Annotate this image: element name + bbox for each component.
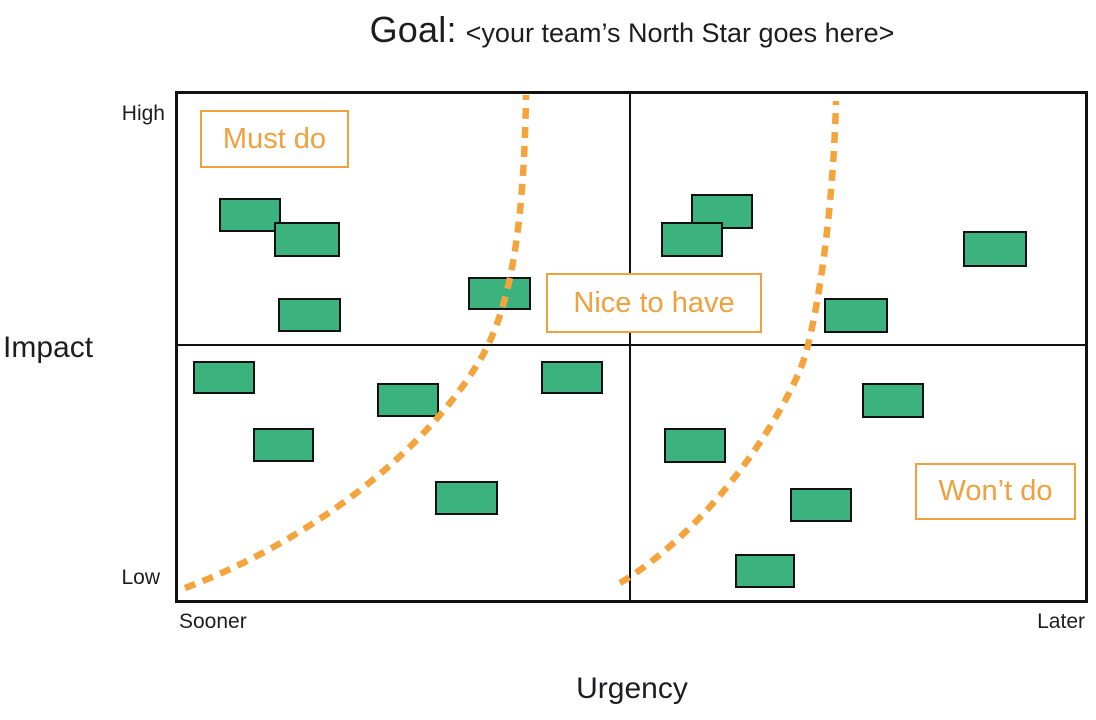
sticky-card[interactable] [468,277,531,310]
sticky-card[interactable] [253,428,314,462]
sticky-card[interactable] [963,231,1027,267]
y-tick-high: High [121,102,165,125]
quadrant-label-must-do: Must do [200,110,349,168]
north-star-placeholder: <your team’s North Star goes here> [465,18,895,48]
sticky-card[interactable] [862,383,924,418]
sticky-card[interactable] [274,222,340,257]
sticky-card[interactable] [735,554,795,588]
quadrant-label-nice-to-have: Nice to have [546,273,762,333]
sticky-card[interactable] [278,298,341,332]
y-tick-low: Low [121,566,160,589]
x-tick-later: Later [1037,610,1085,633]
x-tick-sooner: Sooner [179,610,247,633]
board-title: Goal: <your team’s North Star goes here> [176,2,1088,58]
sticky-card[interactable] [790,488,852,522]
sticky-card[interactable] [219,198,281,232]
sticky-card[interactable] [435,481,498,515]
x-axis-label: Urgency [576,672,688,705]
sticky-card[interactable] [541,361,603,394]
sticky-card[interactable] [824,298,888,333]
sticky-card[interactable] [193,361,255,394]
vertical-divider [629,92,631,601]
goal-label: Goal: [369,9,457,50]
horizontal-divider [176,344,1087,346]
sticky-card[interactable] [377,383,439,417]
sticky-card[interactable] [661,222,723,257]
sticky-card[interactable] [664,428,726,463]
y-axis-label: Impact [3,331,94,364]
quadrant-label-wont-do: Won’t do [915,463,1076,520]
